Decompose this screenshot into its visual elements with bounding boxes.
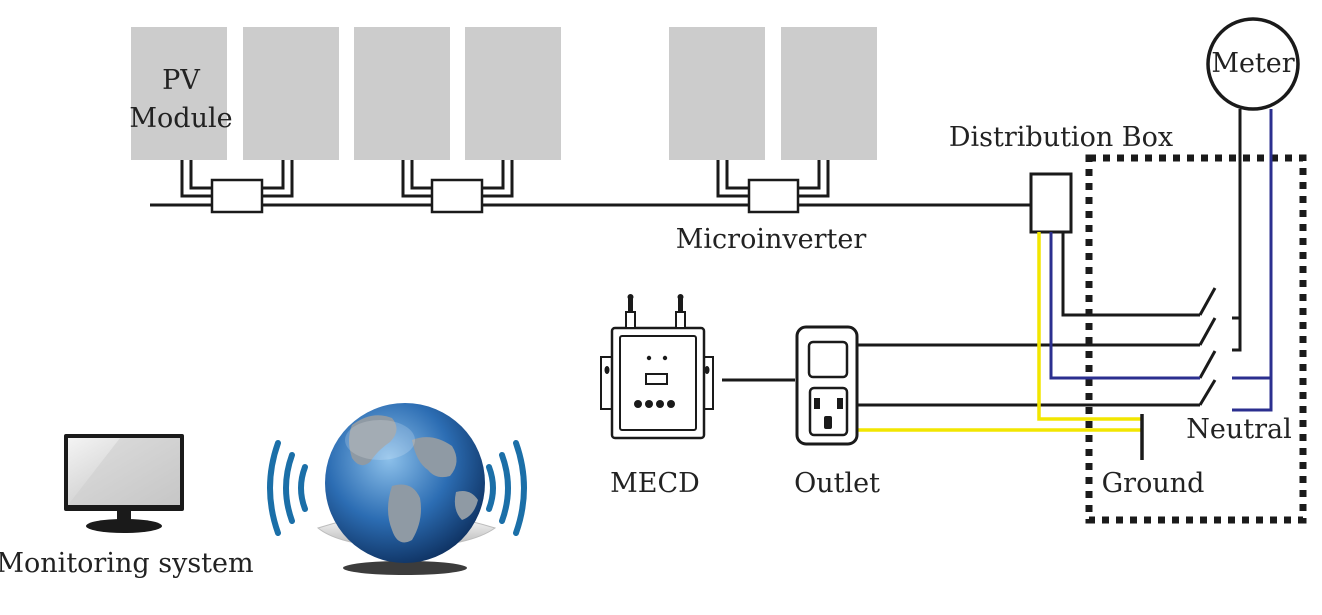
pv-modules [131, 27, 877, 160]
pv-module-label-line1: PV [162, 65, 200, 96]
ground-label: Ground [1102, 468, 1205, 499]
antenna-icon [625, 294, 636, 329]
pv-panel [354, 27, 450, 160]
outlet-label: Outlet [794, 468, 880, 499]
wifi-waves-icon [486, 440, 527, 536]
distribution-box-label: Distribution Box [949, 122, 1173, 153]
antenna-icon [675, 294, 686, 329]
pv-panel [243, 27, 339, 160]
distribution-box [1029, 172, 1073, 234]
monitor-icon [64, 434, 184, 533]
line-wires [722, 109, 1242, 407]
microinverter-box [210, 178, 264, 214]
meter-label: Meter [1211, 48, 1294, 79]
pv-panel [669, 27, 765, 160]
outlet [795, 325, 859, 446]
mecd-label: MECD [610, 468, 700, 499]
monitoring-system-label: Monitoring system [0, 548, 254, 579]
pv-module-label-line2: Module [129, 103, 232, 134]
microinverter-box [430, 178, 484, 214]
globe-icon [316, 403, 497, 575]
breaker-switches [1198, 287, 1217, 406]
power-socket-icon [808, 386, 849, 437]
ground-wires [858, 232, 1142, 432]
neutral-wires [1049, 109, 1273, 412]
microinverters [210, 178, 800, 214]
pv-panel [465, 27, 561, 160]
wifi-waves-icon [267, 440, 308, 536]
panel-leads [180, 160, 830, 198]
pv-panel [131, 27, 227, 160]
neutral-label: Neutral [1186, 414, 1291, 445]
microinverter-box [747, 178, 800, 214]
electrical-panel-boundary [1085, 154, 1307, 524]
meter [1206, 17, 1300, 111]
pv-panel [781, 27, 877, 160]
mecd-device [600, 294, 714, 440]
microinverter-label: Microinverter [676, 224, 867, 255]
